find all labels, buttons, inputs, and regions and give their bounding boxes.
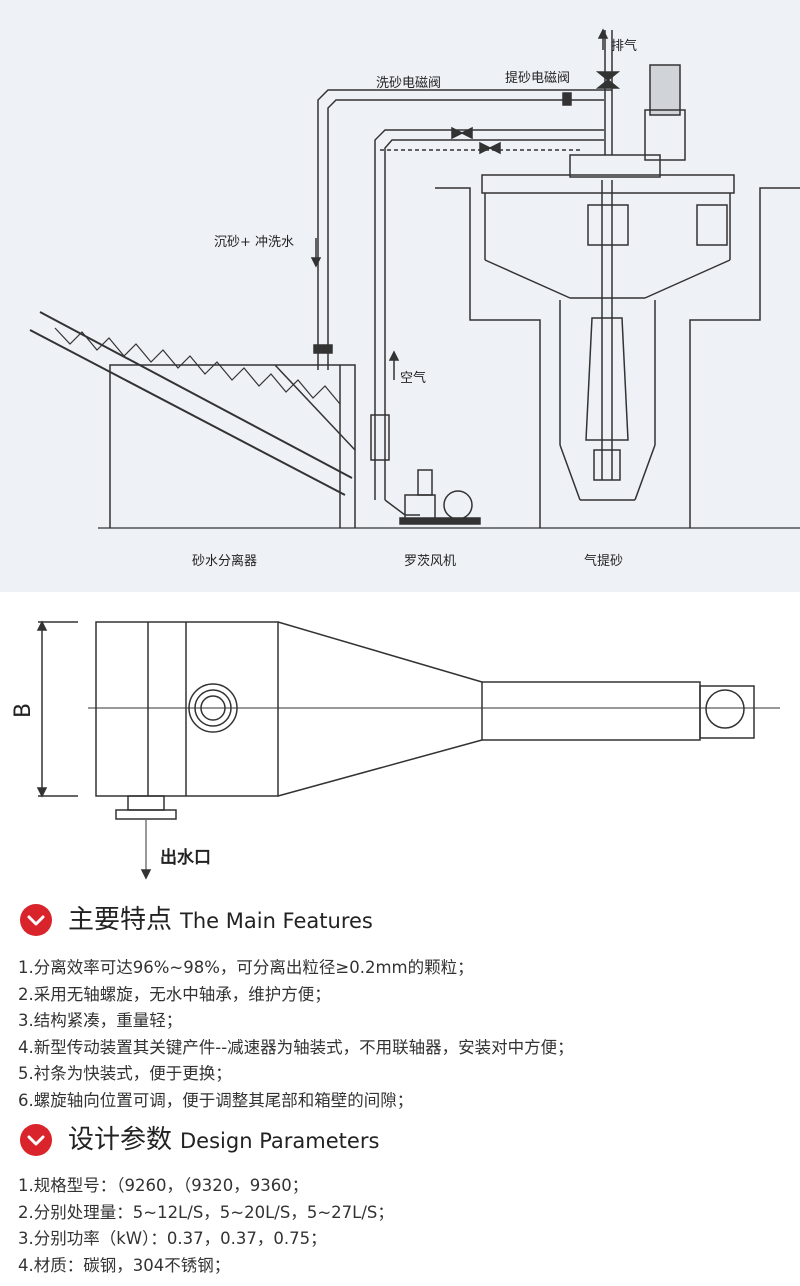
check-circle-icon: [20, 1124, 52, 1156]
check-circle-icon: [20, 904, 52, 936]
plan-view-svg: [36, 620, 780, 880]
list-item: 2.分别处理量：5~12L/S，5~20L/S，5~27L/S；: [18, 1202, 394, 1222]
outlet-label: 出水口: [160, 848, 211, 868]
sand-wash-valve-label: 洗砂电磁阀: [376, 76, 442, 91]
list-item: 2.采用无轴螺旋，无水中轴承，维护方便；: [18, 984, 331, 1004]
list-item: 5.衬条为快装式，便于更换；: [18, 1064, 232, 1083]
plan-view-drawing: B 出水口: [0, 598, 800, 888]
dimension-b-label: B: [11, 702, 37, 719]
list-item: 4.材质：碳钢，304不锈钢；: [18, 1255, 231, 1275]
design-parameters-list: 1.规格型号：（9260，（9320，9360； 2.分别处理量：5~12L/S…: [18, 1173, 394, 1279]
design-parameters-section: 设计参数 Design Parameters 1.规格型号：（9260，（9320…: [0, 1120, 800, 1275]
list-item: 6.螺旋轴向位置可调，便于调整其尾部和箱壁的间隙；: [18, 1090, 414, 1110]
design-parameters-title: 设计参数 Design Parameters: [68, 1124, 379, 1157]
air-label: 空气: [400, 371, 427, 386]
blower-label: 罗茨风机: [404, 554, 457, 569]
list-item: 1.分离效率可达96%~98%，可分离出粒径≥0.2mm的颗粒；: [18, 958, 474, 977]
design-parameters-header: 设计参数 Design Parameters: [0, 1120, 800, 1160]
process-diagram: 排气 洗砂电磁阀 提砂电磁阀 沉砂+ 冲洗水 空气 砂水分离器 罗茨风机 气提砂: [0, 0, 800, 592]
air-lift-label: 气提砂: [584, 554, 624, 569]
main-features-list: 1.分离效率可达96%~98%，可分离出粒径≥0.2mm的颗粒； 2.采用无轴螺…: [18, 955, 574, 1114]
main-features-title-en: The Main Features: [180, 909, 373, 933]
exhaust-label: 排气: [611, 39, 638, 54]
list-item: 3.分别功率（kW）：0.37，0.37，0.75；: [18, 1229, 327, 1248]
separator-label: 砂水分离器: [192, 554, 258, 569]
main-features-header: 主要特点 The Main Features: [0, 900, 800, 940]
process-diagram-drawing: [29, 28, 800, 529]
main-features-title: 主要特点 The Main Features: [68, 904, 373, 937]
list-item: 3.结构紧凑，重量轻；: [18, 1011, 183, 1030]
sand-flush-water-label: 沉砂+ 冲洗水: [214, 235, 295, 250]
design-parameters-title-cn: 设计参数: [68, 1125, 173, 1155]
main-features-title-cn: 主要特点: [68, 905, 173, 935]
list-item: 1.规格型号：（9260，（9320，9360；: [18, 1176, 309, 1195]
sand-lift-valve-label: 提砂电磁阀: [505, 71, 571, 86]
main-features-section: 主要特点 The Main Features 1.分离效率可达96%~98%，可分…: [0, 900, 800, 1110]
design-parameters-title-en: Design Parameters: [180, 1129, 380, 1153]
list-item: 4.新型传动装置其关键产件--减速器为轴装式，不用联轴器，安装对中方便；: [18, 1037, 574, 1057]
